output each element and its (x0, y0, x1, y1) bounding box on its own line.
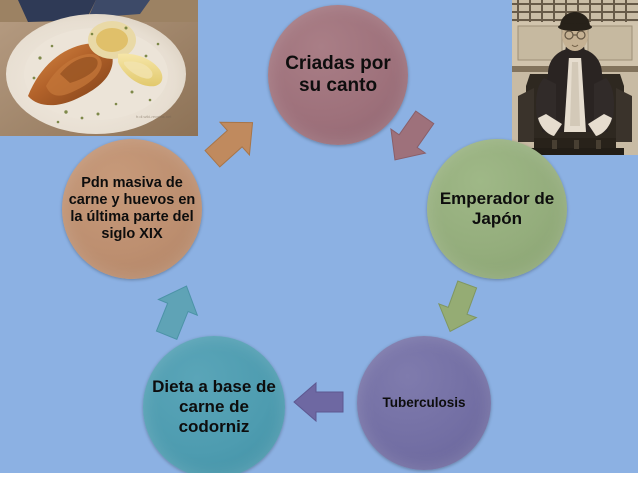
arrow-tuberculosis-to-dieta (288, 374, 350, 430)
circle-tuberculosis-label: Tuberculosis (382, 395, 466, 411)
circle-emperador-de-japon[interactable]: Emperador de Japón (427, 139, 567, 279)
photo-emperor-portrait (512, 0, 638, 155)
arrow-pdn-to-criadas (196, 107, 266, 177)
svg-text:fr.di.wiki-recetas.net: fr.di.wiki-recetas.net (136, 114, 172, 119)
circle-dieta-codorniz[interactable]: Dieta a base de carne de codorniz (143, 336, 285, 473)
arrow-emperador-to-tuberculosis (427, 275, 491, 339)
circle-emperador-label: Emperador de Japón (439, 188, 555, 228)
arrow-criadas-to-emperador (377, 103, 445, 171)
slide-bottom-margin (0, 473, 638, 479)
circle-tuberculosis[interactable]: Tuberculosis (357, 336, 491, 470)
circle-criadas-label: Criadas por su canto (285, 52, 391, 96)
arrow-dieta-to-pdn (143, 279, 209, 345)
photo-cooked-quail-dish: fr.di.wiki-recetas.net (0, 0, 198, 136)
circle-criadas-por-su-canto[interactable]: Criadas por su canto (268, 5, 408, 145)
circle-dieta-label: Dieta a base de carne de codorniz (152, 376, 276, 437)
circle-pdn-label: Pdn masiva de carne y huevos en la últim… (68, 174, 196, 243)
circle-produccion-masiva[interactable]: Pdn masiva de carne y huevos en la últim… (62, 139, 202, 279)
